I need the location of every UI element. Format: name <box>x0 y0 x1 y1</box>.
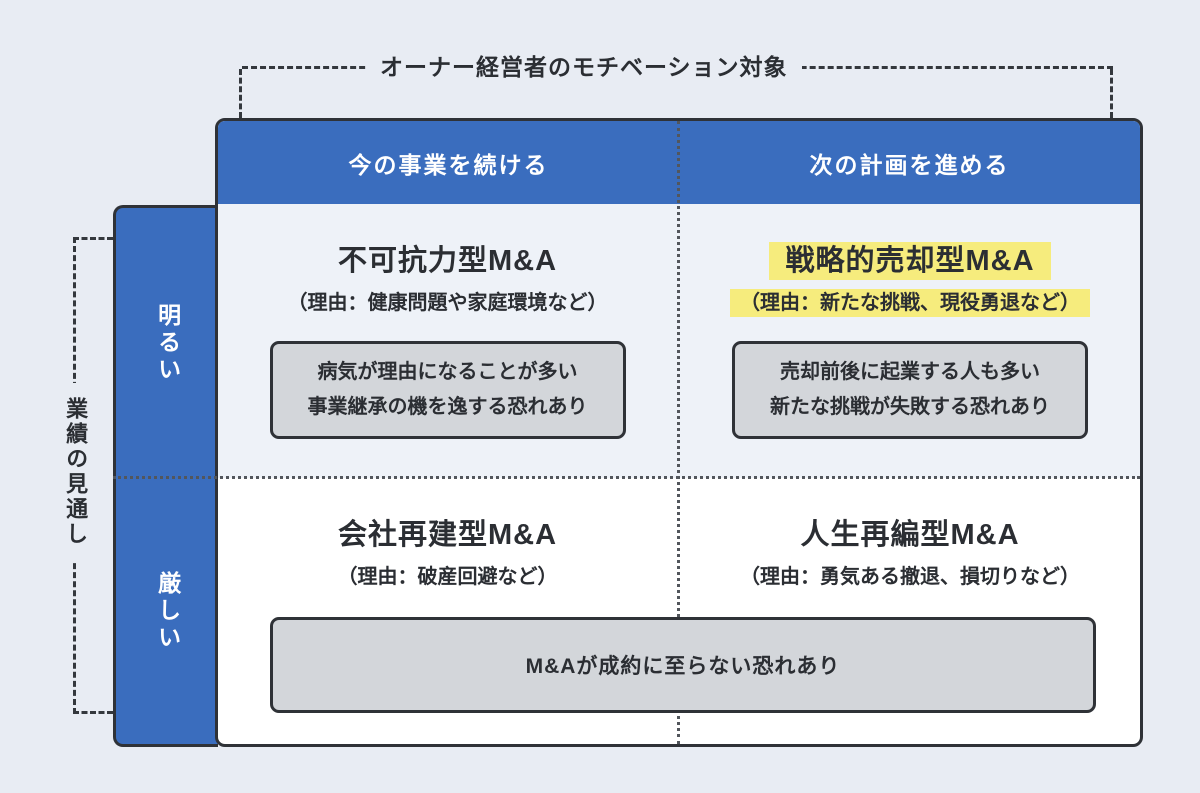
top-axis-tick-left <box>239 69 242 118</box>
column-dotted-divider <box>677 121 680 744</box>
column-header-continue-business: 今の事業を続ける <box>348 151 549 178</box>
note-line: 事業継承の機を逸する恐れあり <box>307 395 588 418</box>
quadrant-title-highlighted: 戦略的売却型M&A <box>680 242 1140 280</box>
quadrant-title: 会社再建型M&A <box>337 519 558 551</box>
quadrant-strategic-sale: 戦略的売却型M&A （理由：新たな挑戦、現役勇退など） 売却前後に起業する人も多… <box>680 204 1140 478</box>
quadrant-life-reorganization: 人生再編型M&A （理由：勇気ある撤退、損切りなど） <box>680 478 1140 744</box>
quadrant-reason: （理由：勇気ある撤退、損切りなど） <box>740 565 1080 588</box>
left-axis-label: 業績の見通し <box>60 383 90 561</box>
row-header-severe: 厳しい <box>116 478 218 744</box>
note-line: 売却前後に起業する人も多い <box>780 360 1040 383</box>
matrix-table: 今の事業を続ける 次の計画を進める 不可抗力型M&A （理由：健康問題や家庭環境… <box>215 118 1143 747</box>
quadrant-company-rebuild: 会社再建型M&A （理由：破産回避など） <box>218 478 677 744</box>
quadrant-title: 不可抗力型M&A <box>337 245 558 277</box>
row-dotted-divider <box>113 476 1140 479</box>
quadrant-reason: （理由：破産回避など） <box>337 565 558 588</box>
quadrant-note-box: 病気が理由になることが多い 事業継承の機を逸する恐れあり <box>269 340 626 439</box>
bottom-row-note-box: M&Aが成約に至らない恐れあり <box>270 617 1096 713</box>
quadrant-force-majeure: 不可抗力型M&A （理由：健康問題や家庭環境など） 病気が理由になることが多い … <box>218 204 677 478</box>
quadrant-title: 人生再編型M&A <box>800 519 1020 551</box>
quadrant-reason: （理由：健康問題や家庭環境など） <box>287 291 608 314</box>
row-label-severe: 厳しい <box>154 570 181 652</box>
row-header-bright: 明るい <box>116 208 218 478</box>
top-axis-label: オーナー経営者のモチベーション対象 <box>366 50 802 84</box>
quadrant-reason-highlighted: （理由：新たな挑戦、現役勇退など） <box>680 288 1140 317</box>
row-label-bright: 明るい <box>154 302 181 384</box>
note-line: 新たな挑戦が失敗する恐れあり <box>770 395 1050 418</box>
column-header-next-plan: 次の計画を進める <box>809 151 1010 178</box>
top-axis-tick-right <box>1110 69 1113 118</box>
quadrant-note-box: 売却前後に起業する人も多い 新たな挑戦が失敗する恐れあり <box>732 340 1088 439</box>
note-line: M&Aが成約に至らない恐れあり <box>525 655 841 678</box>
note-line: 病気が理由になることが多い <box>317 360 578 383</box>
